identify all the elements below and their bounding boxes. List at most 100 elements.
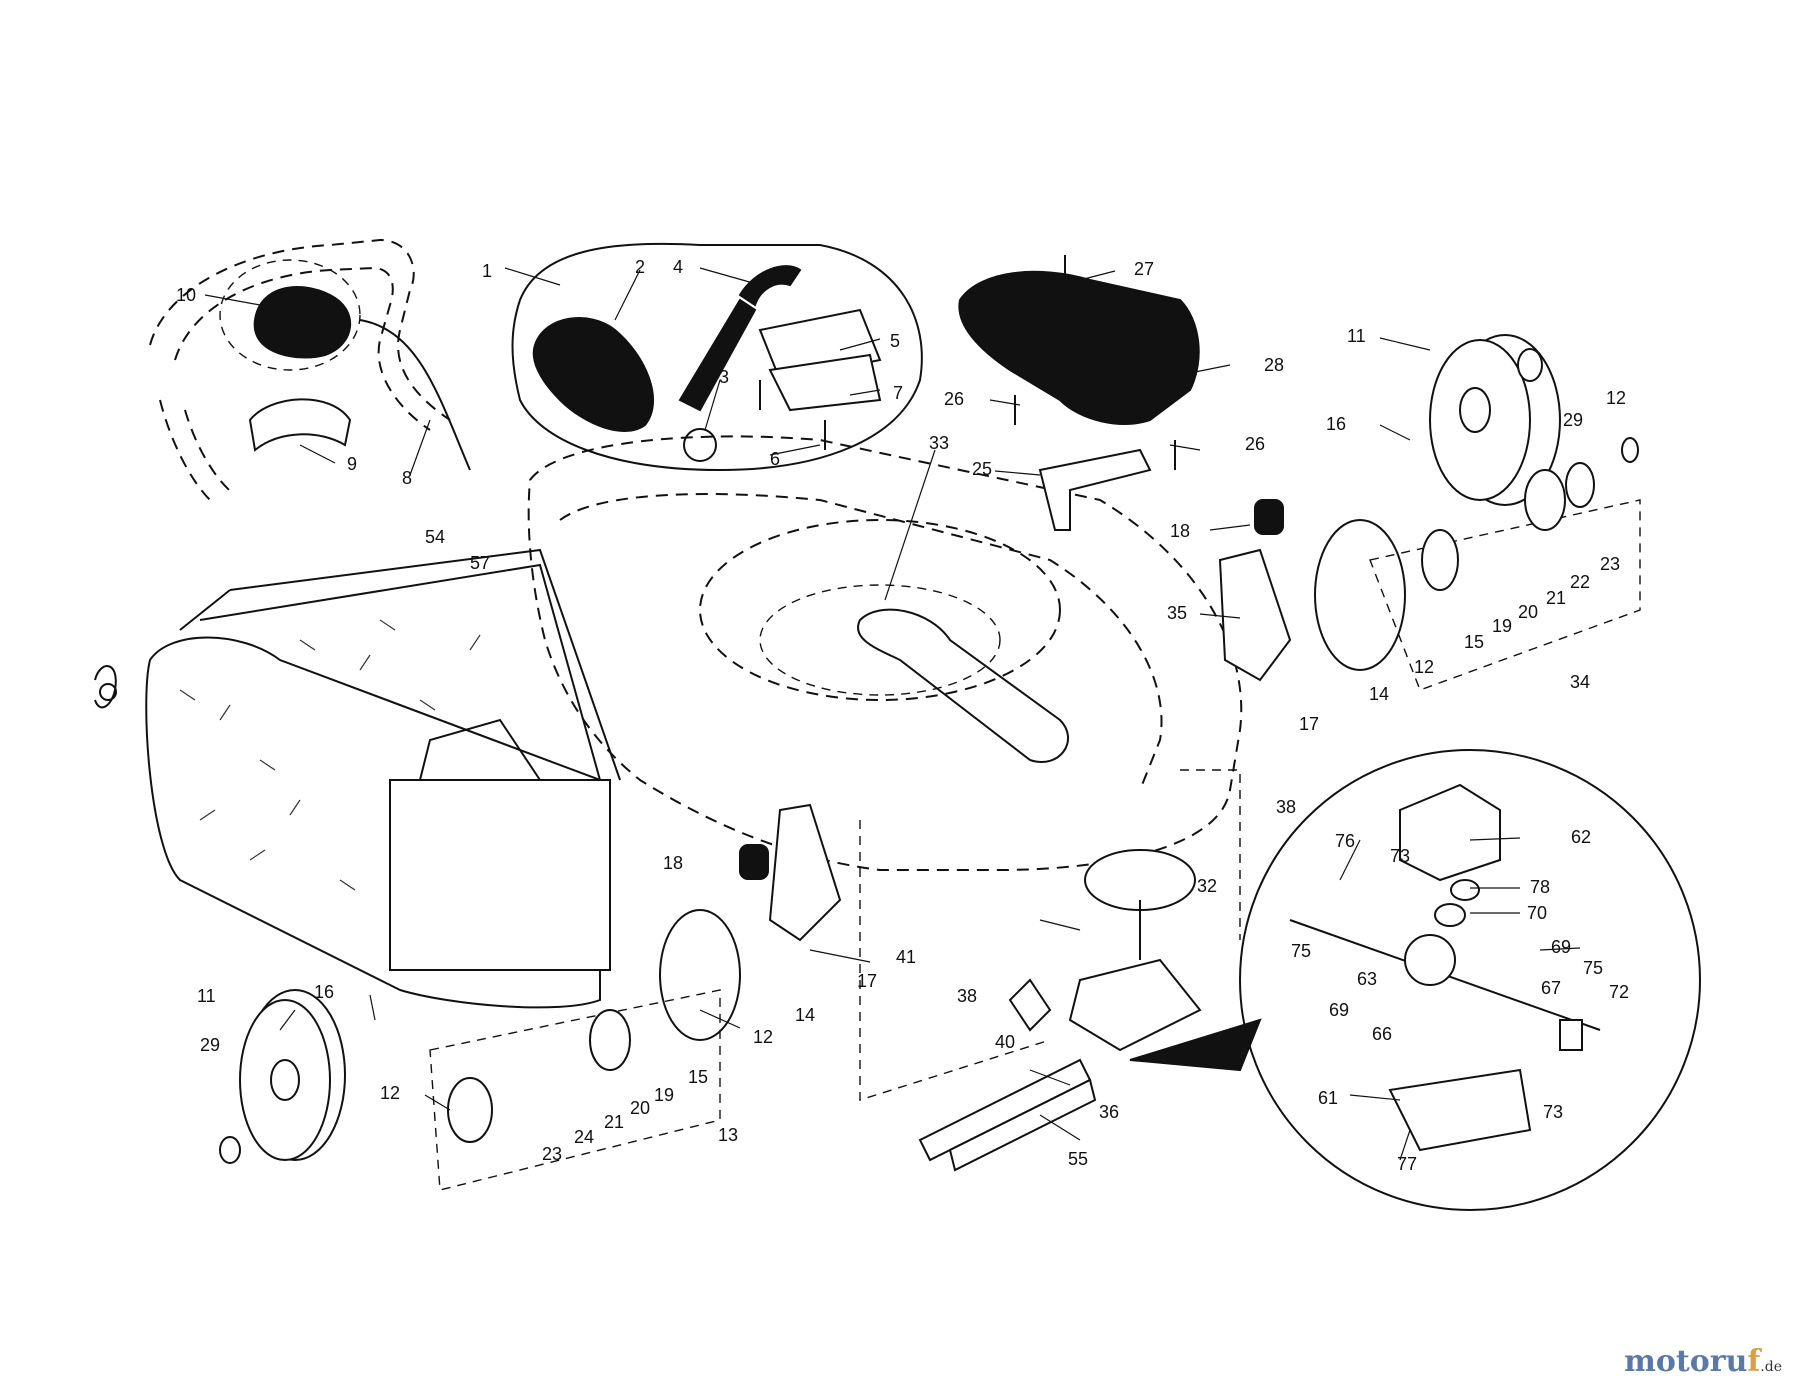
callout-16-front: 16: [314, 982, 334, 1002]
watermark-logo: motoruf.de: [1624, 1344, 1782, 1379]
gearbox-assembly: [918, 849, 1202, 1172]
callout-16-rear: 16: [1326, 414, 1346, 434]
callout-32: 32: [1197, 876, 1217, 896]
bearing-lower: [1434, 903, 1466, 927]
callout-34: 34: [1570, 672, 1590, 692]
callout-4: 4: [673, 257, 683, 277]
callout-33: 33: [929, 433, 949, 453]
callout-12-front: 12: [380, 1083, 400, 1103]
callout-labels: 1 2 3 4 5 6 7 8 9 10 11 11 12 12 12 12 1…: [176, 257, 1629, 1174]
rear-wheel-assembly: [1314, 334, 1641, 691]
callout-17-rear: 17: [1299, 714, 1319, 734]
detail-pointer: [1129, 1018, 1262, 1072]
callout-21-front: 21: [604, 1112, 624, 1132]
callout-67: 67: [1541, 978, 1561, 998]
callout-15-rear: 15: [1464, 632, 1484, 652]
control-lever: [678, 298, 757, 412]
gearbox-housing-top: [1399, 783, 1501, 882]
callout-28: 28: [1264, 355, 1284, 375]
callout-78: 78: [1530, 877, 1550, 897]
handle-bracket: [248, 398, 352, 452]
callout-75-right: 75: [1583, 958, 1603, 978]
callout-66: 66: [1372, 1024, 1392, 1044]
callout-69-left: 69: [1329, 1000, 1349, 1020]
callout-1: 1: [482, 261, 492, 281]
grass-bag: [145, 548, 621, 1009]
handle-outline: [149, 238, 451, 501]
callout-11-rear: 11: [1347, 326, 1366, 346]
leader-lines: [204, 267, 1581, 1161]
height-lever-front: [768, 803, 842, 942]
callout-9: 9: [347, 454, 357, 474]
gearbox-housing-bottom: [1388, 1068, 1532, 1152]
callout-14-rear: 14: [1369, 684, 1389, 704]
callout-75-left: 75: [1291, 941, 1311, 961]
control-knob: [683, 428, 717, 462]
callout-73-top: 73: [1390, 846, 1410, 866]
callout-69-right: 69: [1551, 937, 1571, 957]
callout-6: 6: [770, 449, 780, 469]
callout-15-front: 15: [688, 1067, 708, 1087]
callout-26-left: 26: [944, 389, 964, 409]
callout-19-rear: 19: [1492, 616, 1512, 636]
deck-outline: [527, 435, 1243, 1101]
callout-57: 57: [470, 553, 490, 573]
callout-70: 70: [1527, 903, 1547, 923]
callout-22: 22: [1570, 572, 1590, 592]
callout-7: 7: [893, 383, 903, 403]
callout-11-front: 11: [197, 986, 216, 1006]
callout-27: 27: [1134, 259, 1154, 279]
callout-12-front-inner: 12: [753, 1027, 773, 1047]
callout-17-front: 17: [857, 971, 877, 991]
callout-26-right: 26: [1245, 434, 1265, 454]
callout-13: 13: [718, 1125, 738, 1145]
lever-knob-front: [739, 844, 769, 880]
callout-12-rear: 12: [1606, 388, 1626, 408]
callout-61: 61: [1318, 1088, 1338, 1108]
callout-21-rear: 21: [1546, 588, 1566, 608]
callout-54: 54: [425, 527, 445, 547]
bushing-right: [1559, 1019, 1583, 1051]
control-plate-bottom: [768, 353, 882, 412]
callout-25: 25: [972, 459, 992, 479]
callout-36: 36: [1099, 1102, 1119, 1122]
callout-24: 24: [574, 1127, 594, 1147]
front-wheel-assembly: [219, 909, 741, 1191]
callout-23-rear: 23: [1600, 554, 1620, 574]
watermark-main: motoru: [1624, 1344, 1748, 1379]
callout-55: 55: [1068, 1149, 1088, 1169]
callout-14-front: 14: [795, 1005, 815, 1025]
belt-cover: [958, 270, 1200, 425]
callout-41: 41: [896, 947, 916, 967]
callout-35: 35: [1167, 603, 1187, 623]
bearing-upper: [1450, 879, 1480, 901]
control-grip: [532, 317, 655, 432]
callout-38-rear: 38: [1276, 797, 1296, 817]
callout-76: 76: [1335, 831, 1355, 851]
callout-73-bottom: 73: [1543, 1102, 1563, 1122]
watermark-accent: f: [1747, 1344, 1761, 1379]
callout-19-front: 19: [654, 1085, 674, 1105]
callout-29-front: 29: [200, 1035, 220, 1055]
callout-18-rear: 18: [1170, 521, 1190, 541]
control-arm: [738, 265, 802, 307]
callout-3: 3: [719, 367, 729, 387]
worm-gear: [1404, 934, 1456, 986]
bag-texture: [179, 619, 481, 891]
callout-10: 10: [176, 285, 196, 305]
grip-cover: [253, 286, 352, 359]
callout-20-rear: 20: [1518, 602, 1538, 622]
gearbox-detail-circle: [1239, 749, 1701, 1211]
callout-77: 77: [1397, 1154, 1417, 1174]
callout-8: 8: [402, 468, 412, 488]
control-cable: [359, 319, 471, 471]
callout-12-rear-inner: 12: [1414, 657, 1434, 677]
height-lever-rear: [1218, 548, 1292, 682]
callout-20-front: 20: [630, 1098, 650, 1118]
callout-72: 72: [1609, 982, 1629, 1002]
callout-40: 40: [995, 1032, 1015, 1052]
callout-38-front: 38: [957, 986, 977, 1006]
control-detail-oval: [511, 242, 923, 472]
bag-logo-mark: [94, 665, 117, 709]
